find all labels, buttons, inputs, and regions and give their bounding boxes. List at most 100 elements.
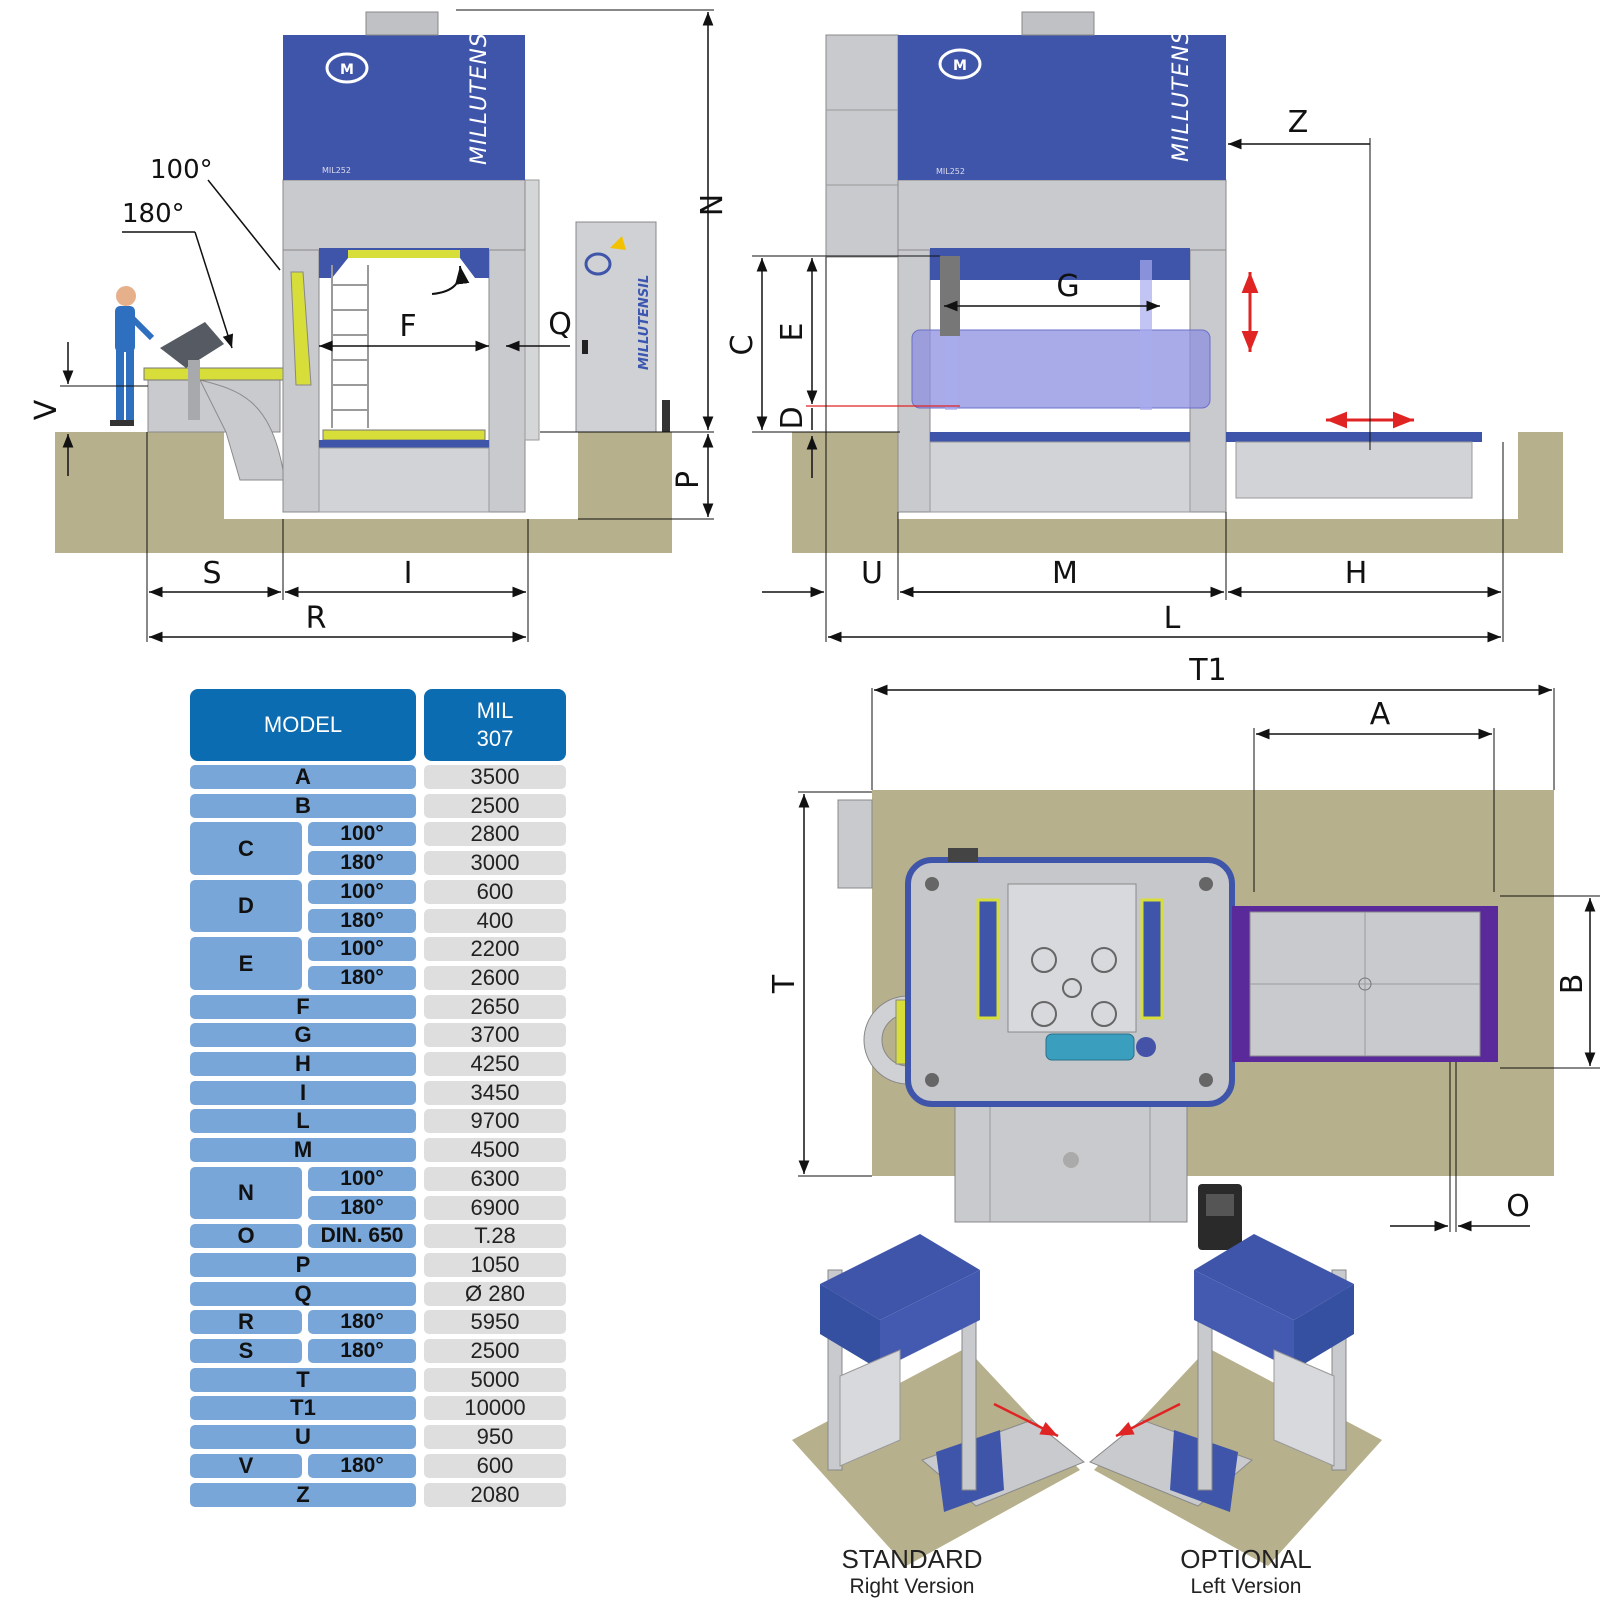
front-logo-icon [325, 52, 369, 84]
dim-U: U [861, 556, 883, 591]
side-cylinder-top [1021, 11, 1095, 36]
dim-R: R [306, 601, 327, 636]
spec-value: 6300 [424, 1166, 566, 1191]
spec-value: 2500 [424, 1338, 566, 1363]
plan-hmi-panel [1198, 1184, 1242, 1250]
optional-subtitle: Left Version [1190, 1575, 1302, 1598]
spec-label: O [190, 1223, 302, 1249]
spec-value: 3450 [424, 1080, 566, 1105]
spec-value: 5000 [424, 1367, 566, 1392]
operator-table [143, 367, 293, 381]
dim-N: N [692, 194, 727, 216]
dim-A: A [1370, 697, 1391, 732]
spec-label: I [190, 1080, 416, 1105]
spec-value: 9700 [424, 1108, 566, 1134]
spec-value: 2080 [424, 1482, 566, 1507]
dim-Q: Q [548, 307, 572, 342]
front-ground [55, 432, 672, 553]
standard-arrow [993, 1402, 1059, 1438]
plan-right-clamp [1140, 898, 1164, 1020]
spec-row: 180°2600 [190, 965, 566, 990]
dim-B: B [1555, 974, 1590, 995]
spec-label: R [190, 1309, 302, 1335]
spec-label: Q [190, 1281, 416, 1306]
optional-arrow [1115, 1402, 1181, 1438]
spec-row: B 2500 [190, 793, 566, 818]
spec-value: 1050 [424, 1252, 566, 1277]
spec-row: 180°400 [190, 908, 566, 933]
operator-figure-icon [110, 286, 155, 426]
side-clamp-unit [911, 329, 1211, 409]
spec-label: U [190, 1424, 416, 1450]
spec-value: 2650 [424, 994, 566, 1019]
spec-sub-label: 180° [308, 965, 416, 990]
dim-O: O [1506, 1189, 1530, 1224]
spec-sub-label: 180° [308, 1310, 416, 1335]
spec-value: 3500 [424, 764, 566, 789]
spec-sub-label: DIN. 650 [308, 1224, 416, 1249]
side-logo-icon [938, 48, 982, 80]
header-mil-307: MIL 307 [424, 689, 566, 761]
spec-row: 180°6900 [190, 1195, 566, 1220]
spec-label: M [190, 1137, 416, 1163]
dim-P: P [671, 471, 706, 489]
angle-100-label: 100° [150, 155, 213, 185]
spec-row: I 3450 [190, 1080, 566, 1105]
dim-H: H [1345, 556, 1368, 591]
front-view: M MILLUTENSIL MIL252 MILLUTENSIL [29, 9, 727, 643]
control-console [160, 322, 224, 368]
side-ground [792, 432, 1563, 553]
front-brand: MILLUTENSIL [467, 11, 492, 165]
dim-T: T [767, 974, 802, 994]
side-lower-platen [930, 432, 1190, 442]
side-view: M MILLUTENSIL MIL252 G C E D [725, 8, 1563, 643]
spec-label: S [190, 1338, 302, 1363]
spec-sub-label: 180° [308, 1453, 416, 1478]
spec-label: H [190, 1051, 416, 1076]
dim-L: L [1164, 601, 1181, 636]
side-rear-cabinet [825, 34, 899, 258]
optional-title: OPTIONAL [1180, 1544, 1312, 1574]
side-logo-mark: M [953, 58, 967, 74]
side-base [929, 441, 1191, 513]
spec-label: E [190, 937, 302, 990]
optional-caption: OPTIONAL Left Version [1146, 1544, 1346, 1599]
spec-label: F [190, 994, 416, 1019]
spec-value: 950 [424, 1424, 566, 1450]
spec-value: 2500 [424, 793, 566, 818]
dim-T1: T1 [1188, 653, 1226, 688]
front-base [318, 447, 490, 513]
dim-M: M [1052, 556, 1078, 591]
spec-value: 6900 [424, 1195, 566, 1220]
front-door [290, 271, 312, 386]
front-lower-platen [322, 429, 486, 441]
dim-S: S [202, 556, 221, 591]
spec-label: V [190, 1453, 302, 1478]
header-mil-line2: 307 [476, 726, 514, 751]
optional-version-illustration [1089, 1234, 1382, 1566]
front-cylinder-top [365, 11, 439, 36]
spec-label: B [190, 793, 416, 818]
angle-180-label: 180° [122, 199, 185, 229]
spec-value: 10000 [424, 1395, 566, 1421]
spec-sub-label: 180° [308, 908, 416, 933]
cabinet-brand: MILLUTENSIL [637, 275, 652, 370]
standard-title: STANDARD [841, 1544, 983, 1574]
dim-C: C [725, 335, 760, 356]
dim-G: G [1056, 269, 1079, 304]
spec-label: G [190, 1022, 416, 1048]
